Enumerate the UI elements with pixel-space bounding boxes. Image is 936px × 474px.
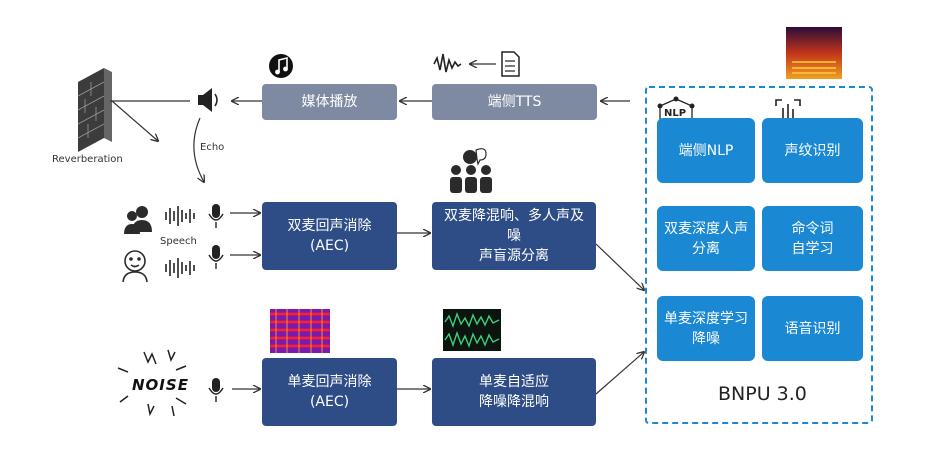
media-play-label: 媒体播放 [301,94,358,110]
module-dual-vocal-separation: 双麦深度人声 分离 [657,206,755,271]
echo-label: Echo [200,142,225,153]
dual-aec-box: 双麦回声消除 (AEC) [262,202,397,270]
module-speech-recognition: 语音识别 [762,296,863,361]
dual-separation-box: 双麦降混响、多人声及噪 声盲源分离 [432,202,596,270]
waveform-image [443,309,501,351]
brick-wall-icon [77,68,112,152]
speech-waveform-icon [165,206,195,226]
noise-label: NOISE [132,376,189,394]
speech-label: Speech [160,236,197,247]
noise-icon [117,349,187,417]
module-label: 双麦深度人声 分离 [664,220,748,257]
module-voiceprint: 声纹识别 [762,118,863,183]
speaker-icon [198,88,218,112]
dual-separation-label: 双麦降混响、多人声及噪 声盲源分离 [444,208,584,264]
edge-tts-box: 端侧TTS [432,84,597,120]
microphone-icon [208,204,224,228]
edge-tts-label: 端侧TTS [487,94,542,110]
spectrogram-image [786,27,842,79]
group-person-icon [124,206,152,234]
speech-waveform-icon [165,258,195,278]
single-adaptive-label: 单麦自适应 降噪降混响 [479,374,549,410]
dual-aec-label: 双麦回声消除 (AEC) [287,218,372,254]
bnpu-container [645,86,873,424]
module-label: 端侧NLP [678,142,734,159]
single-adaptive-box: 单麦自适应 降噪降混响 [432,358,596,426]
module-label: 语音识别 [784,320,841,337]
module-label: 声纹识别 [784,142,841,159]
microphone-icon [208,378,224,402]
single-aec-label: 单麦回声消除 (AEC) [287,374,372,410]
single-aec-box: 单麦回声消除 (AEC) [262,358,397,426]
audience-icon [450,148,492,193]
noise-spectrogram-image [270,309,330,353]
bnpu-title: BNPU 3.0 [718,383,807,405]
module-single-deep-denoise: 单麦深度学习 降噪 [657,296,755,361]
module-edge-nlp: 端侧NLP [657,118,755,183]
music-note-icon [269,54,293,78]
person-face-icon [122,250,148,283]
document-icon [501,51,520,77]
module-label: 命令词 自学习 [791,220,834,257]
module-label: 单麦深度学习 降噪 [664,310,748,347]
nlp-icon-label: NLP [664,108,687,119]
reverberation-label: Reverberation [52,154,123,165]
microphone-icon [208,245,224,269]
media-play-box: 媒体播放 [262,84,397,120]
module-command-self-learning: 命令词 自学习 [762,206,863,271]
waveform-icon [433,53,462,73]
